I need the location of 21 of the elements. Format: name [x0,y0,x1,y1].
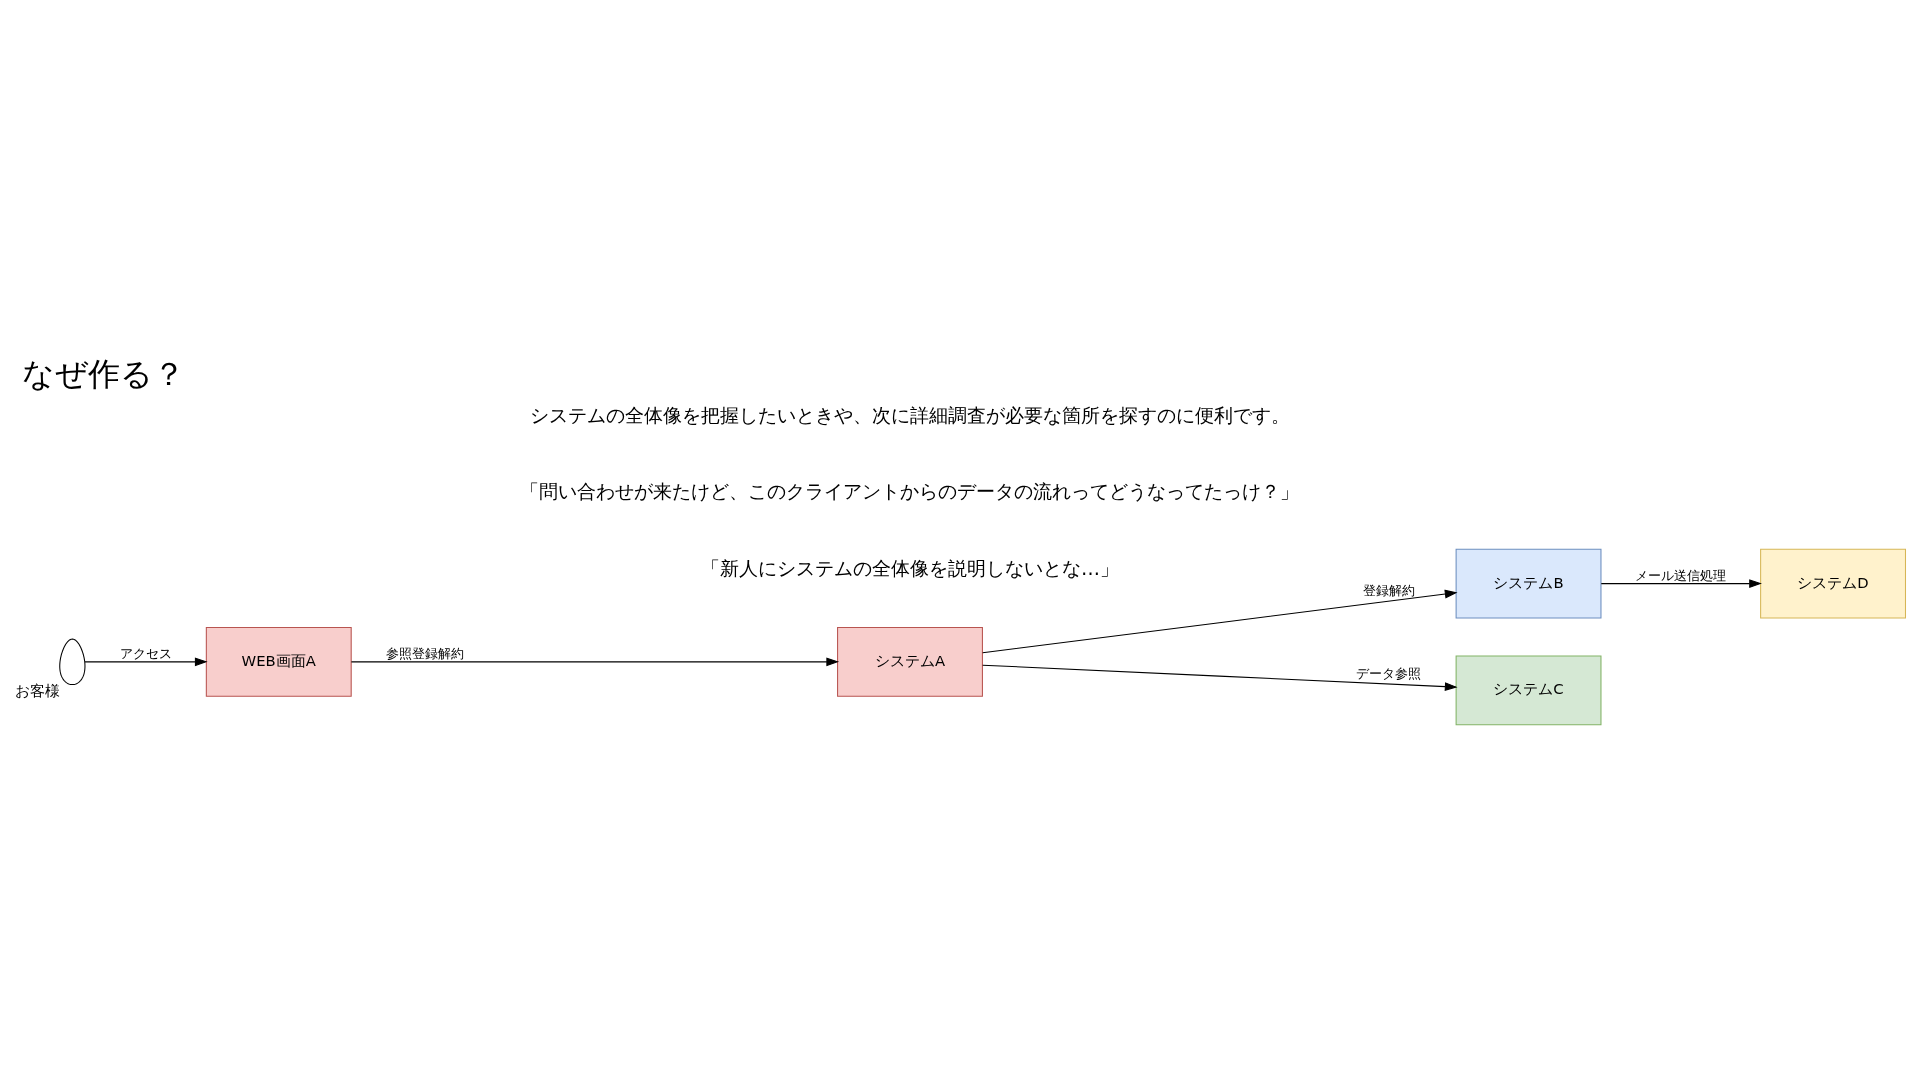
node-box: システムD [1760,548,1906,618]
node-box: システムA [837,626,983,697]
edge-label: メール送信処理 [1635,567,1727,583]
arrow [84,656,208,666]
arrow [350,656,840,666]
label: 「新人にシステムの全体像を説明しないとな…」 [700,556,1120,579]
node-label: お客様 [14,681,60,699]
node-box: システムB [1455,548,1602,618]
arrow [1600,578,1762,588]
label: 「問い合わせが来たけど、このクライアントからのデータの流れってどうなってたっけ？」 [520,479,1300,502]
arrow [982,664,1458,691]
edge-label: 登録解約 [1362,582,1415,598]
edge-label: 参照登録解約 [385,645,464,661]
node-box: システムC [1455,655,1602,725]
node-person [59,638,86,685]
label: システムの全体像を把握したいときや、次に詳細調査が必要な箇所を探すのに便利です。 [530,403,1290,426]
edge-label: データ参照 [1356,665,1422,681]
edge-label: アクセス [119,645,172,661]
diagram-title: なぜ作る？ [22,355,186,392]
arrow [982,589,1458,653]
node-box: WEB画面A [205,626,352,697]
